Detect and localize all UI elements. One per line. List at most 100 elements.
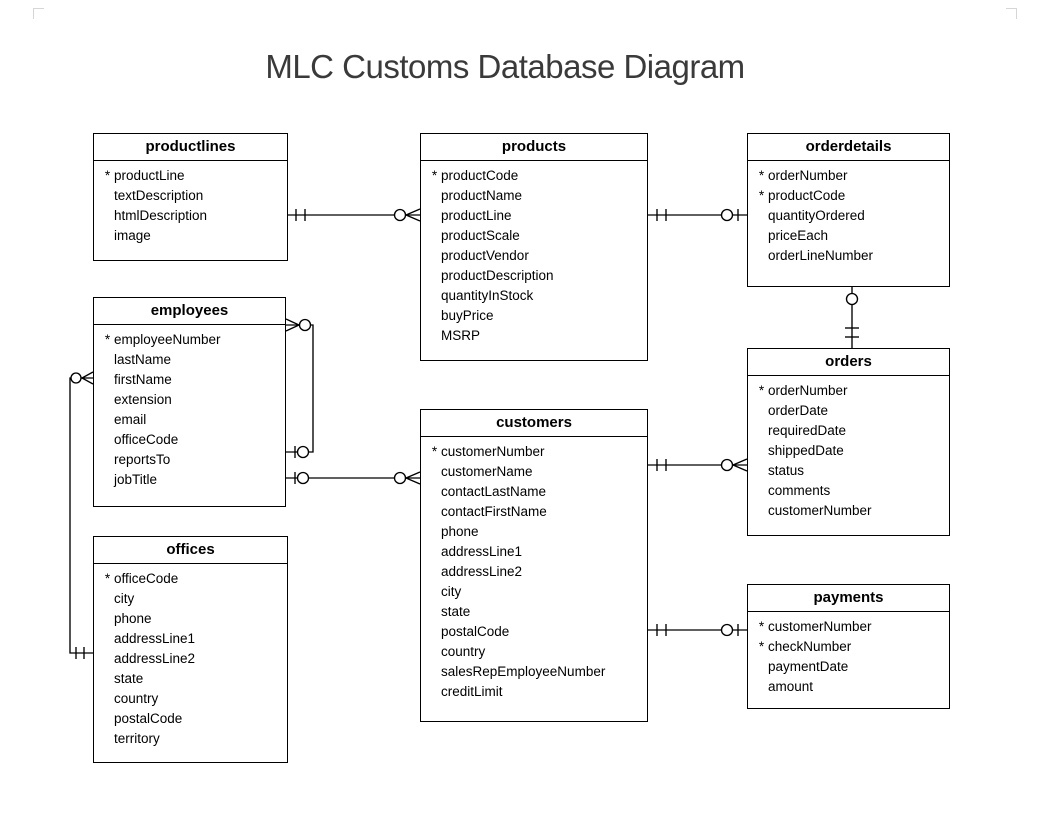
field-productCode: *productCode: [428, 166, 643, 186]
page-corner-top-right: [1006, 8, 1017, 19]
field-label: extension: [114, 392, 172, 407]
entity-orders-title: orders: [748, 349, 949, 376]
field-orderNumber: *orderNumber: [755, 381, 945, 401]
field-label: postalCode: [114, 711, 183, 726]
field-productScale: productScale: [428, 226, 643, 246]
page-corner-top-left: [33, 8, 44, 19]
field-label: priceEach: [768, 228, 829, 243]
field-label: status: [768, 463, 805, 478]
field-orderDate: orderDate: [755, 401, 945, 421]
field-comments: comments: [755, 481, 945, 501]
field-addressLine2: addressLine2: [101, 649, 283, 669]
rel-employees-self: [286, 319, 313, 458]
field-label: firstName: [114, 372, 172, 387]
field-label: buyPrice: [441, 308, 494, 323]
field-label: creditLimit: [441, 684, 503, 699]
field-label: orderDate: [768, 403, 829, 418]
field-addressLine1: addressLine1: [101, 629, 283, 649]
field-label: customerNumber: [768, 619, 872, 634]
field-label: productName: [441, 188, 523, 203]
field-postalCode: postalCode: [101, 709, 283, 729]
primary-key-marker: *: [104, 571, 111, 586]
field-firstName: firstName: [101, 370, 281, 390]
rel-orderdetails-orders: [845, 287, 859, 348]
field-buyPrice: buyPrice: [428, 306, 643, 326]
entity-payments-title: payments: [748, 585, 949, 612]
field-label: customerName: [441, 464, 533, 479]
field-priceEach: priceEach: [755, 226, 945, 246]
field-label: MSRP: [441, 328, 481, 343]
field-checkNumber: *checkNumber: [755, 637, 945, 657]
field-label: orderLineNumber: [768, 248, 874, 263]
field-status: status: [755, 461, 945, 481]
entity-orders[interactable]: orders *orderNumber orderDate requiredDate…: [747, 348, 950, 536]
field-label: jobTitle: [114, 472, 158, 487]
field-productLine: productLine: [428, 206, 643, 226]
rel-offices-employees: [70, 372, 93, 659]
field-label: state: [114, 671, 144, 686]
field-customerNumber: customerNumber: [755, 501, 945, 521]
field-label: officeCode: [114, 571, 179, 586]
field-label: productDescription: [441, 268, 554, 283]
field-label: textDescription: [114, 188, 204, 203]
field-orderLineNumber: orderLineNumber: [755, 246, 945, 266]
entity-products-title: products: [421, 134, 647, 161]
field-label: htmlDescription: [114, 208, 208, 223]
rel-employees-customers: [286, 472, 420, 484]
field-salesRepEmployeeNumber: salesRepEmployeeNumber: [428, 662, 643, 682]
field-territory: territory: [101, 729, 283, 749]
primary-key-marker: *: [758, 619, 765, 634]
field-label: comments: [768, 483, 831, 498]
field-label: productScale: [441, 228, 520, 243]
field-label: customerNumber: [768, 503, 872, 518]
rel-productlines-products: [288, 209, 420, 221]
field-label: addressLine2: [114, 651, 196, 666]
entity-products[interactable]: products *productCode productName productL…: [420, 133, 648, 361]
field-label: productVendor: [441, 248, 529, 263]
field-officeCode: *officeCode: [101, 569, 283, 589]
entity-employees-title: employees: [94, 298, 285, 325]
entity-products-fields: *productCode productName productLine produc…: [421, 161, 647, 346]
field-label: requiredDate: [768, 423, 847, 438]
field-label: productCode: [441, 168, 519, 183]
field-label: orderNumber: [768, 168, 848, 183]
rel-customers-orders: [648, 459, 747, 471]
field-label: country: [441, 644, 486, 659]
field-label: contactFirstName: [441, 504, 547, 519]
field-officeCode: officeCode: [101, 430, 281, 450]
field-textDescription: textDescription: [101, 186, 283, 206]
field-country: country: [101, 689, 283, 709]
field-label: quantityInStock: [441, 288, 534, 303]
rel-products-orderdetails: [648, 209, 747, 221]
field-contactLastName: contactLastName: [428, 482, 643, 502]
primary-key-marker: *: [104, 332, 111, 347]
field-label: image: [114, 228, 151, 243]
field-employeeNumber: *employeeNumber: [101, 330, 281, 350]
primary-key-marker: *: [758, 188, 765, 203]
field-label: productLine: [114, 168, 185, 183]
field-label: phone: [114, 611, 152, 626]
field-label: addressLine1: [114, 631, 196, 646]
field-productName: productName: [428, 186, 643, 206]
field-city: city: [428, 582, 643, 602]
field-label: quantityOrdered: [768, 208, 865, 223]
field-jobTitle: jobTitle: [101, 470, 281, 490]
primary-key-marker: *: [758, 383, 765, 398]
primary-key-marker: *: [758, 168, 765, 183]
field-label: reportsTo: [114, 452, 171, 467]
field-quantityInStock: quantityInStock: [428, 286, 643, 306]
